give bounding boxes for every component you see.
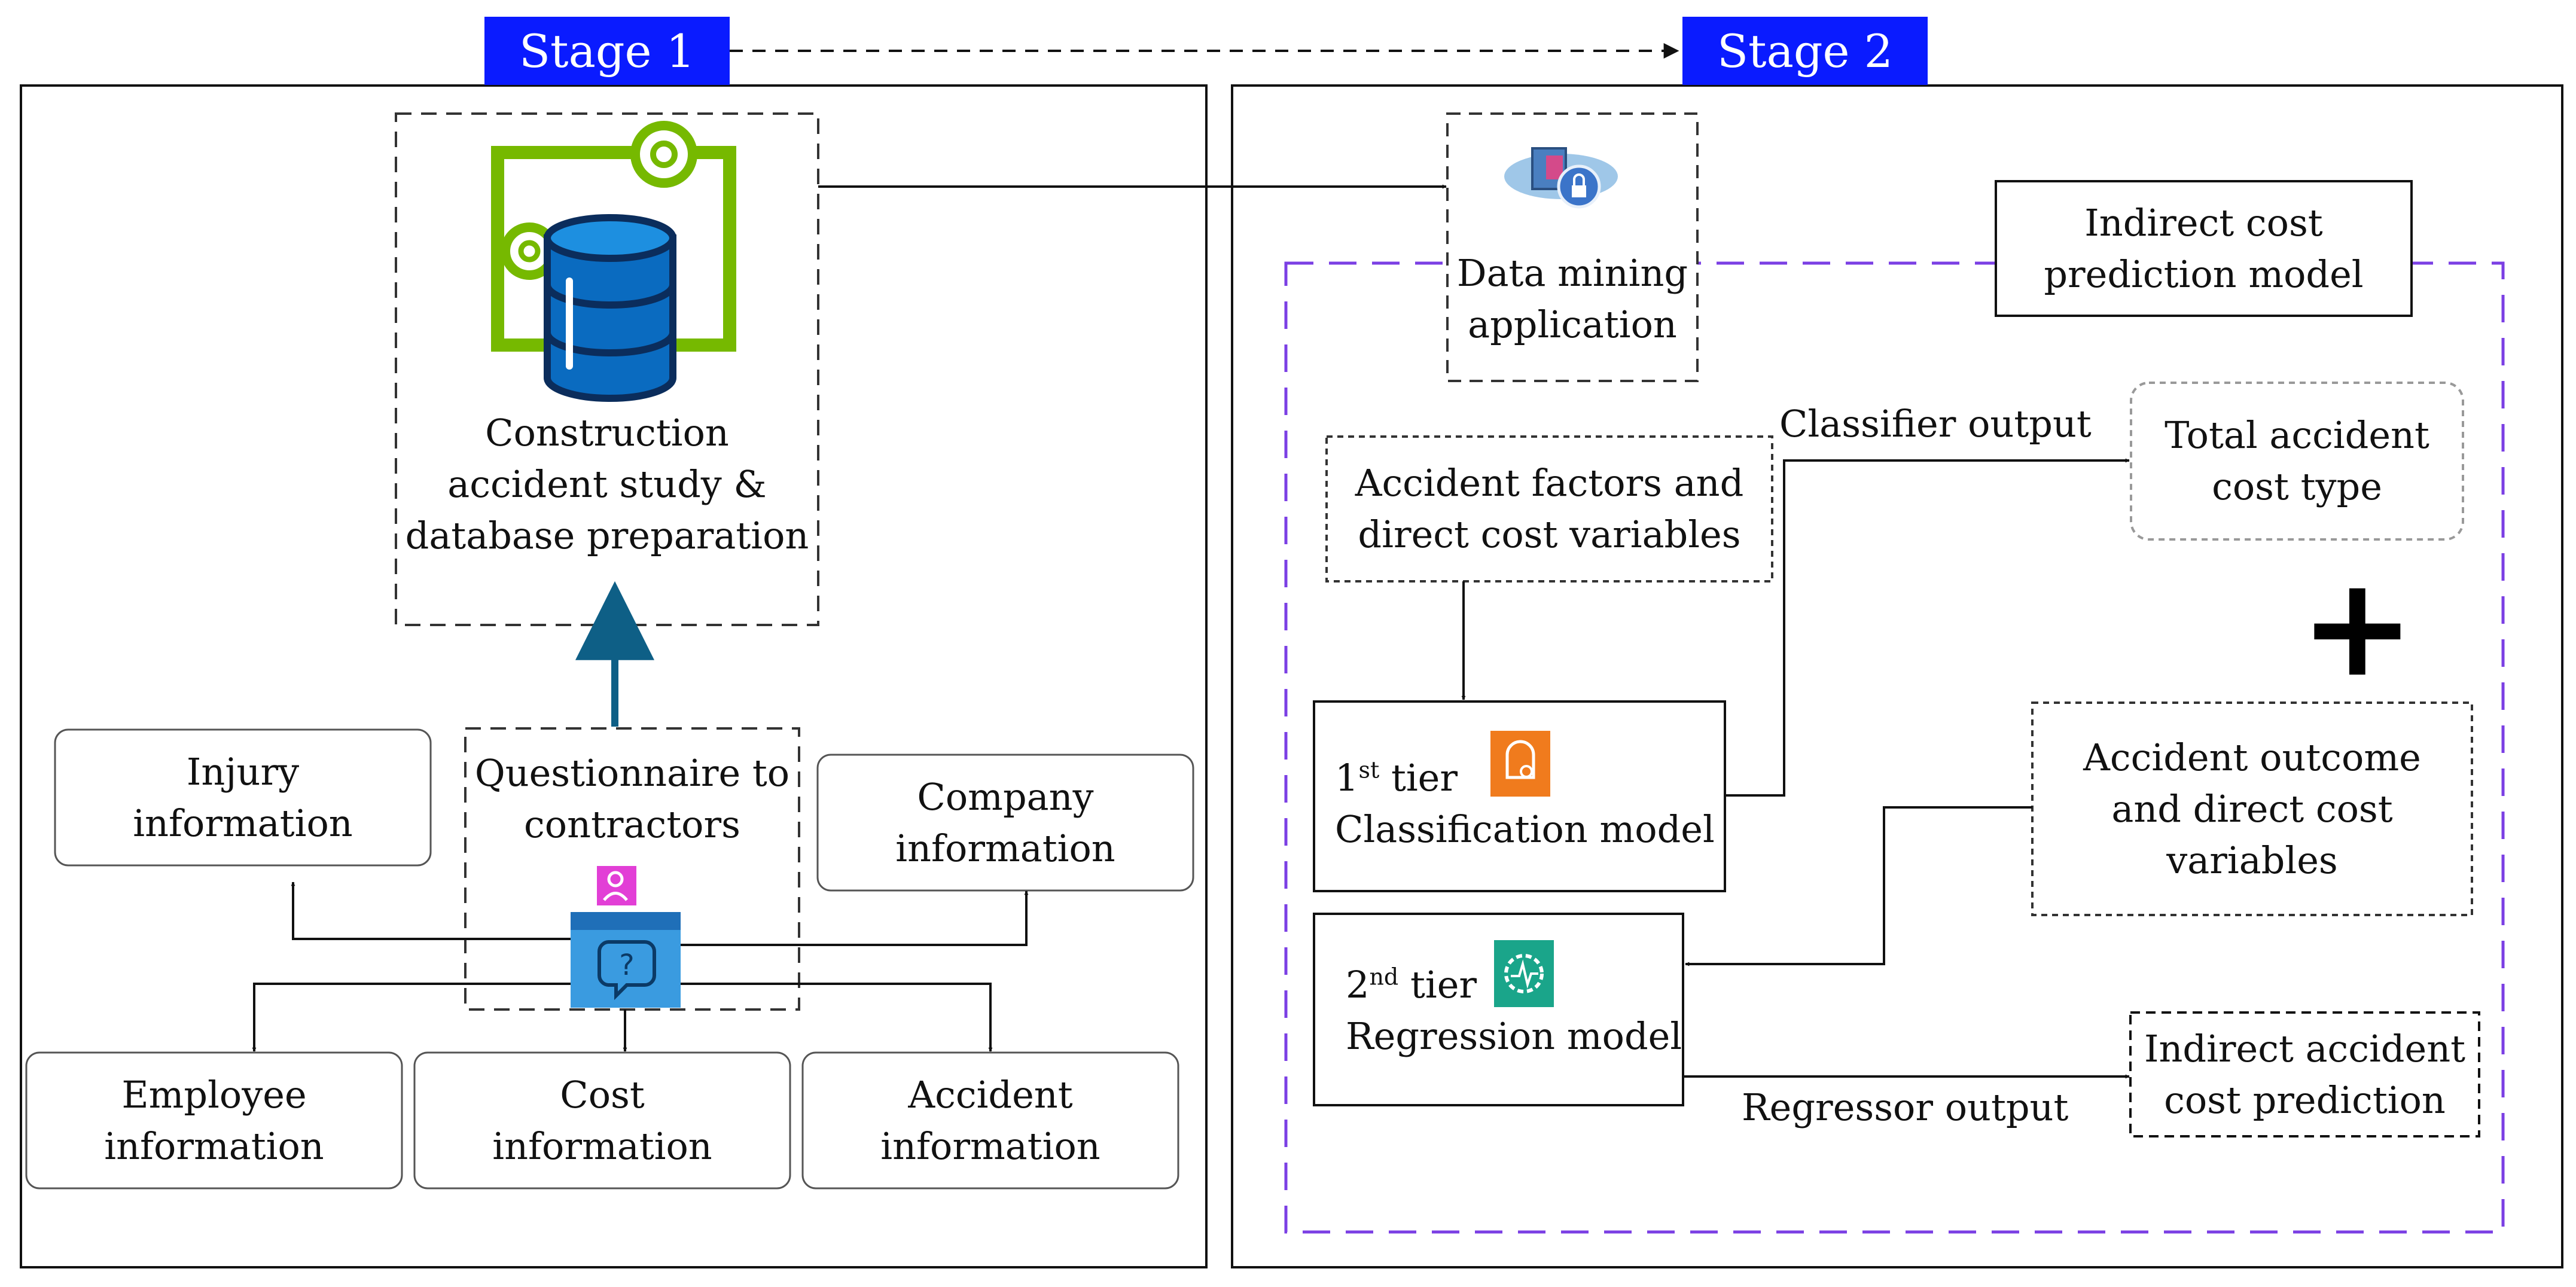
tier2-regression-box: 2nd tier Regression model [1346, 959, 1682, 1062]
questionnaire-box-border [464, 727, 800, 1011]
arrow-to-accident-info [681, 983, 993, 1052]
classifier-output-label: Classifier output [1779, 402, 2092, 446]
indirect-pred-box-border [2129, 1011, 2480, 1137]
total-accident-cost-box: Total accident cost type [2165, 413, 2429, 508]
arrow-to-company [681, 890, 1029, 946]
tier1-ordinal: 1 [1335, 756, 1359, 800]
cost-box-border [413, 1051, 791, 1190]
accident-information-box: Accident information [880, 1072, 1100, 1168]
indirect-cost-model-title: Indirect cost prediction model [2044, 200, 2364, 296]
stage2-label: Stage 2 [1682, 17, 1928, 85]
svg-text:?: ? [619, 949, 634, 982]
questionnaire-text: Questionnaire to contractors [474, 751, 790, 846]
injury-box-border [54, 728, 432, 867]
regression-gear-icon [1494, 940, 1554, 1007]
stage1-label: Stage 1 [484, 17, 730, 85]
tier2-word: tier [1398, 963, 1477, 1007]
arrow-to-injury [291, 882, 573, 940]
construction-study-text: Construction accident study & database p… [405, 411, 809, 557]
data-mining-text: Data mining application [1456, 251, 1688, 346]
indirect-model-box-border [1995, 180, 2413, 317]
regressor-output-label: Regressor output [1742, 1085, 2069, 1129]
indirect-accident-prediction-box: Indirect accident cost prediction [2144, 1026, 2466, 1122]
arrow-to-employee [252, 983, 573, 1052]
data-mining-lock-icon [1504, 147, 1618, 209]
tier1-suffix: st [1358, 757, 1380, 783]
company-information-box: Company information [895, 774, 1115, 870]
stage1-panel [20, 84, 1208, 1268]
tier1-model: Classification model [1335, 807, 1715, 851]
outcome-to-tier2-arrow [1685, 806, 2032, 966]
plus-sign: + [2300, 548, 2415, 707]
tier2-suffix: nd [1369, 963, 1399, 990]
tier1-word: tier [1379, 756, 1458, 800]
factors-box-border [1325, 435, 1773, 582]
stage2-panel [1231, 84, 2563, 1268]
accident-info-box-border [801, 1051, 1179, 1190]
tier2-model: Regression model [1346, 1014, 1682, 1058]
employee-box-border [25, 1051, 403, 1190]
classification-brain-icon [1490, 731, 1550, 797]
chat-question-icon: ? [571, 912, 681, 1008]
accident-outcome-box: Accident outcome and direct cost variabl… [2083, 735, 2421, 882]
cost-information-box: Cost information [492, 1072, 712, 1168]
classifier-output-arrow [1725, 458, 2130, 797]
user-star-icon [597, 866, 636, 905]
prediction-model-region [1284, 261, 2505, 1234]
tier2-ordinal: 2 [1346, 963, 1370, 1007]
total-cost-box-border [2130, 382, 2464, 541]
accident-factors-box: Accident factors and direct cost variabl… [1355, 461, 1744, 556]
tier1-classification-box: 1st tier Classification model [1335, 752, 1715, 855]
company-box-border [816, 754, 1194, 892]
database-gear-icon [491, 121, 736, 402]
outcome-box-border [2031, 702, 2473, 916]
employee-information-box: Employee information [104, 1072, 324, 1168]
injury-information-box: Injury information [133, 749, 353, 845]
